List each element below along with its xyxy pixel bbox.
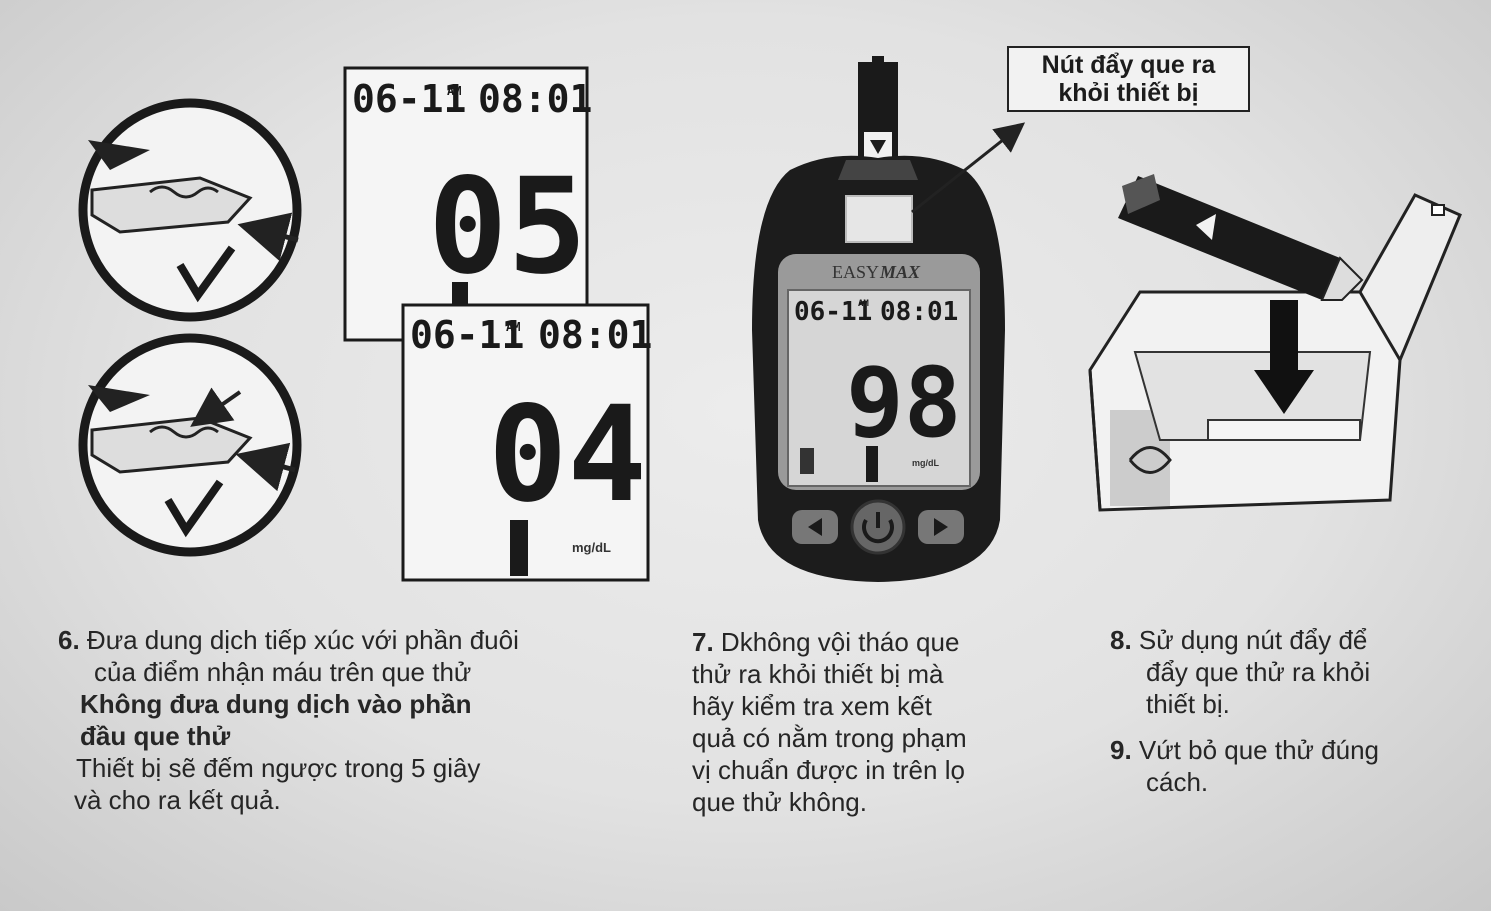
meter-unit: mg/dL	[912, 458, 939, 468]
step-6-line-1: Đưa dung dịch tiếp xúc với phần đuôi	[86, 625, 519, 655]
meter-ampm: AM	[858, 299, 869, 309]
step-7-number: 7.	[692, 627, 714, 657]
step-6-warning-2: đầu que thử	[80, 721, 231, 751]
step-8-line-1: Sử dụng nút đẩy để	[1138, 625, 1368, 655]
upper-time: 08:01	[478, 77, 592, 121]
step-8-text: 8. Sử dụng nút đẩy để đẩy que thử ra khỏ…	[1110, 624, 1470, 720]
step-7-line-3: hãy kiểm tra xem kết	[692, 691, 932, 721]
callout-leader-arrow	[911, 122, 1026, 214]
right-arrow-icon	[934, 518, 948, 536]
biohazard-icon	[1128, 446, 1172, 474]
lower-countdown: 04	[488, 378, 647, 532]
countdown-screen-upper: 06-11 AM 08:01 05	[343, 66, 592, 342]
countdown-screen-lower: 06-11 AM 08:01 04 mg/dL	[401, 303, 652, 582]
meter-reading: 98	[846, 347, 962, 459]
step-7-line-5: vị chuẩn được in trên lọ	[692, 755, 965, 785]
step-6-number: 6.	[58, 625, 80, 655]
meter-brand-easy: EASY	[832, 262, 879, 282]
step-7-line-4: quả có nằm trong phạm	[692, 723, 967, 753]
step-9-line-2: cách.	[1146, 767, 1209, 797]
step-7-line-2: thử ra khỏi thiết bị mà	[692, 659, 944, 689]
lower-time: 08:01	[538, 313, 652, 357]
upper-date: 06-11	[352, 77, 466, 121]
lower-ampm: AM	[506, 320, 520, 334]
step-8-line-3: thiết bị.	[1146, 689, 1230, 719]
disposal-container-illustration	[1088, 174, 1462, 512]
step-6-line-4: và cho ra kết quả.	[74, 785, 281, 815]
step-7-text: 7. Dkhông vội tháo que thử ra khỏi thiết…	[692, 626, 1052, 818]
step-6-warning-1: Không đưa dung dịch vào phần	[80, 689, 472, 719]
step-9-number: 9.	[1110, 735, 1132, 765]
upper-ampm: AM	[447, 84, 461, 98]
step-6-line-2: của điểm nhận máu trên que thử	[94, 657, 472, 687]
step-8-line-2: đẩy que thử ra khỏi	[1146, 657, 1371, 687]
step-6-line-3: Thiết bị sẽ đếm ngược trong 5 giây	[76, 753, 481, 783]
step-7-line-6: que thử không.	[692, 787, 867, 817]
glucose-meter: EASY MAX 06-11 AM 08:01 98 mg/dL	[752, 56, 1005, 582]
step-9-text: 9. Vứt bỏ que thử đúng cách.	[1110, 734, 1470, 798]
step-9-line-1: Vứt bỏ que thử đúng	[1138, 735, 1380, 765]
strip-tip-correct-illustration	[78, 98, 302, 322]
power-icon	[862, 518, 894, 544]
down-arrow-icon	[1254, 370, 1314, 414]
eject-button-callout: Nút đẩy que ra khỏi thiết bị	[1007, 46, 1250, 112]
meter-brand-max: MAX	[879, 262, 921, 282]
left-arrow-icon	[808, 518, 822, 536]
battery-icon	[800, 448, 814, 474]
upper-countdown: 05	[428, 150, 587, 304]
step-8-number: 8.	[1110, 625, 1132, 655]
step-7-line-1: Dkhông vội tháo que	[720, 627, 960, 657]
meter-time: 08:01	[880, 297, 958, 327]
lower-date: 06-11	[410, 313, 524, 357]
lower-unit: mg/dL	[572, 540, 611, 555]
strip-side-correct-illustration	[78, 333, 302, 557]
callout-text: Nút đẩy que ra khỏi thiết bị	[1041, 51, 1216, 107]
step-6-text: 6. Đưa dung dịch tiếp xúc với phần đuôi …	[58, 624, 658, 816]
meter-date: 06-11	[794, 297, 872, 327]
